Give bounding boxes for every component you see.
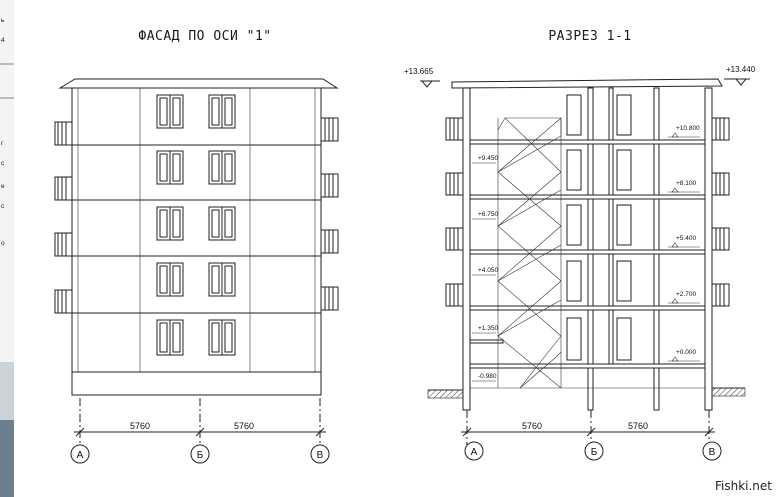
section-wall-middle: [587, 87, 594, 411]
level-mark: +10.800: [676, 125, 700, 132]
section-drawing: РАЗРЕЗ 1-1 +13.665 +13.440: [404, 29, 756, 461]
facade-drawing: ФАСАД ПО ОСИ "1": [54, 29, 339, 464]
facade-windows: [156, 94, 236, 356]
section-dimension-line: 5760 5760: [461, 410, 715, 445]
facade-axis-v: В: [317, 450, 324, 461]
level-mark: +8.100: [676, 180, 696, 187]
section-floor-slabs: [469, 139, 706, 369]
left-edge-strip: ь 4 г с е с о: [0, 0, 14, 497]
section-wall-left: [462, 87, 471, 411]
facade-balconies: [54, 117, 339, 314]
level-mark: +1.350: [478, 325, 498, 332]
level-mark: +4.050: [478, 267, 498, 274]
roof-level-left-text: +13.665: [404, 67, 434, 76]
edge-char: 4: [1, 37, 5, 44]
section-doors: [566, 94, 632, 361]
edge-char: ь: [1, 17, 5, 24]
roof-level-right-text: +13.440: [726, 65, 756, 74]
facade-title: ФАСАД ПО ОСИ "1": [138, 29, 271, 44]
section-axis-a: А: [471, 447, 478, 458]
level-mark: +6.750: [478, 211, 498, 218]
facade-dim-left: 5760: [130, 421, 150, 431]
section-axis-v: В: [709, 447, 716, 458]
section-dim-right: 5760: [628, 421, 648, 431]
section-ground: [427, 387, 746, 399]
level-mark: +9.450: [478, 155, 498, 162]
section-roof: [451, 78, 723, 89]
section-wall-right: [704, 87, 713, 411]
facade-wall: [71, 87, 322, 396]
facade-dim-right: 5760: [234, 421, 254, 431]
edge-char: г: [1, 140, 4, 147]
facade-axis-a: А: [77, 450, 84, 461]
roof-level-right: +13.440: [724, 65, 756, 86]
edge-char: о: [1, 240, 5, 247]
edge-char: с: [1, 203, 5, 210]
section-axis-markers: А Б В: [464, 441, 722, 461]
section-balconies-left: [445, 117, 464, 307]
section-stairs: [497, 117, 562, 389]
level-mark: +2.700: [676, 291, 696, 298]
section-levels-right: +10.800 +8.100 +5.400 +2.700 +0.000: [668, 125, 700, 362]
section-wall-inner: [653, 87, 660, 411]
facade-dimension-line: 5760 5760: [74, 398, 326, 445]
facade-roof: [58, 78, 339, 89]
section-title: РАЗРЕЗ 1-1: [548, 29, 631, 44]
roof-level-left: +13.665: [404, 67, 440, 88]
facade-axis-b: Б: [197, 450, 204, 461]
edge-char: е: [1, 183, 5, 190]
watermark: Fishki.net: [715, 479, 772, 493]
section-dim-left: 5760: [522, 421, 542, 431]
section-axis-b: Б: [591, 447, 598, 458]
edge-char: с: [1, 160, 5, 167]
section-balconies-right: [711, 117, 730, 307]
facade-axis-markers: А Б В: [70, 444, 330, 464]
level-mark: +0.000: [676, 349, 696, 356]
level-mark: -0.980: [478, 373, 497, 380]
section-levels-left: +9.450 +6.750 +4.050 +1.350 -0.980: [472, 155, 498, 382]
level-mark: +5.400: [676, 235, 696, 242]
